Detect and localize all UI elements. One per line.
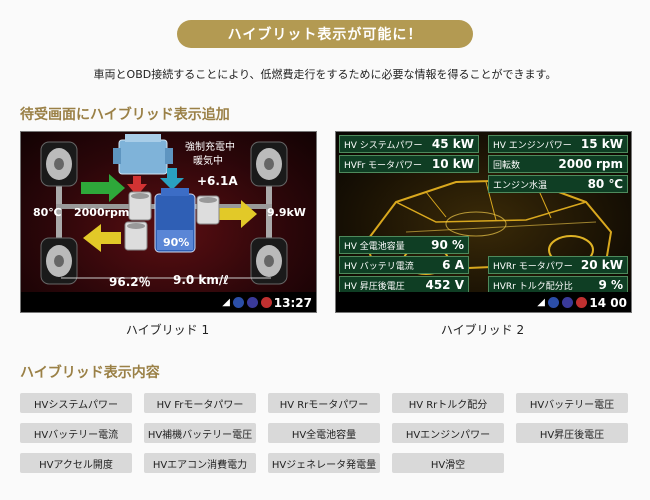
intro-text: 車両とOBD接続することにより、低燃費走行をするために必要な情報を得ることができ… [93,68,557,81]
battery-icon [154,188,196,253]
item-generator-output: HVジェネレータ発電量 [268,453,380,473]
fuel-economy: 9.0 km/ℓ [173,273,229,287]
tire-rear-right-icon [250,237,288,285]
tire-front-left-icon [40,141,78,187]
item-engine-power: HVエンジンパワー [392,423,504,443]
tire-rear-left-icon [40,237,78,285]
efficiency-percent: 96.2％ [109,275,151,289]
item-boost-voltage: HV昇圧後電圧 [516,423,628,443]
item-ac-power: HVエアコン消費電力 [144,453,256,473]
engine-icon [113,134,173,175]
tire-front-right-icon [250,141,288,187]
gps-icon [247,297,258,308]
engine-rpm: 2000rpm [74,206,130,219]
globe-icon [233,297,244,308]
item-system-power: HVシステムパワー [20,393,132,413]
item-accel-opening: HVアクセル開度 [20,453,132,473]
item-glide: HV滑空 [392,453,504,473]
globe-icon [548,297,559,308]
item-rr-torque: HV Rrトルク配分 [392,393,504,413]
motor-power: 9.9kW [267,206,306,219]
section-title-standby: 待受画面にハイブリッド表示追加 [20,107,230,123]
no-signal-icon [261,297,272,308]
hybrid-screen-1: 強制充電中 暖気中 +6.1A 80℃ 2000rpm 9.9kW 90% 96… [20,131,317,313]
status-charge: 強制充電中 [185,142,235,153]
battery-percent: 90% [163,236,190,249]
item-rr-motor-power: HV Rrモータパワー [268,393,380,413]
item-battery-capacity: HV全電池容量 [268,423,380,443]
rear-motor-icon [196,195,220,225]
front-motor-icon [128,191,152,221]
no-signal-icon [576,297,587,308]
caption-hybrid-2: ハイブリッド 2 [440,323,525,337]
green-arrow-icon [81,174,125,202]
caption-hybrid-1: ハイブリッド 1 [125,323,210,337]
item-aux-battery-voltage: HV補機バッテリー電圧 [144,423,256,443]
clock-1: 13:27 [273,296,312,310]
headline-banner: ハイブリット表示が可能に！ [177,20,473,48]
red-arrow-icon [127,176,147,196]
status-bar-2: ◢ 14 00 [336,292,631,312]
signal-icon: ◢ [222,297,230,308]
hybrid1-diagram [40,134,288,285]
yellow-arrow-left-icon [83,224,121,252]
status-bar-1: ◢ 13:27 [21,292,316,312]
yellow-arrow-right-icon [217,200,257,228]
status-warm: 暖気中 [193,156,223,167]
item-battery-current: HVバッテリー電流 [20,423,132,443]
rear-motor2-icon [124,221,148,251]
status-icons: ◢ [537,297,587,308]
coolant-temp: 80℃ [33,206,62,219]
section-title-items: ハイブリッド表示内容 [20,365,160,381]
gps-icon [562,297,573,308]
status-icons: ◢ [222,297,272,308]
signal-icon: ◢ [537,297,545,308]
item-fr-motor-power: HV Frモータパワー [144,393,256,413]
item-battery-voltage: HVバッテリー電圧 [516,393,628,413]
blue-arrow-icon [160,168,184,190]
clock-2: 14 00 [589,296,627,310]
charge-current: +6.1A [197,174,238,188]
